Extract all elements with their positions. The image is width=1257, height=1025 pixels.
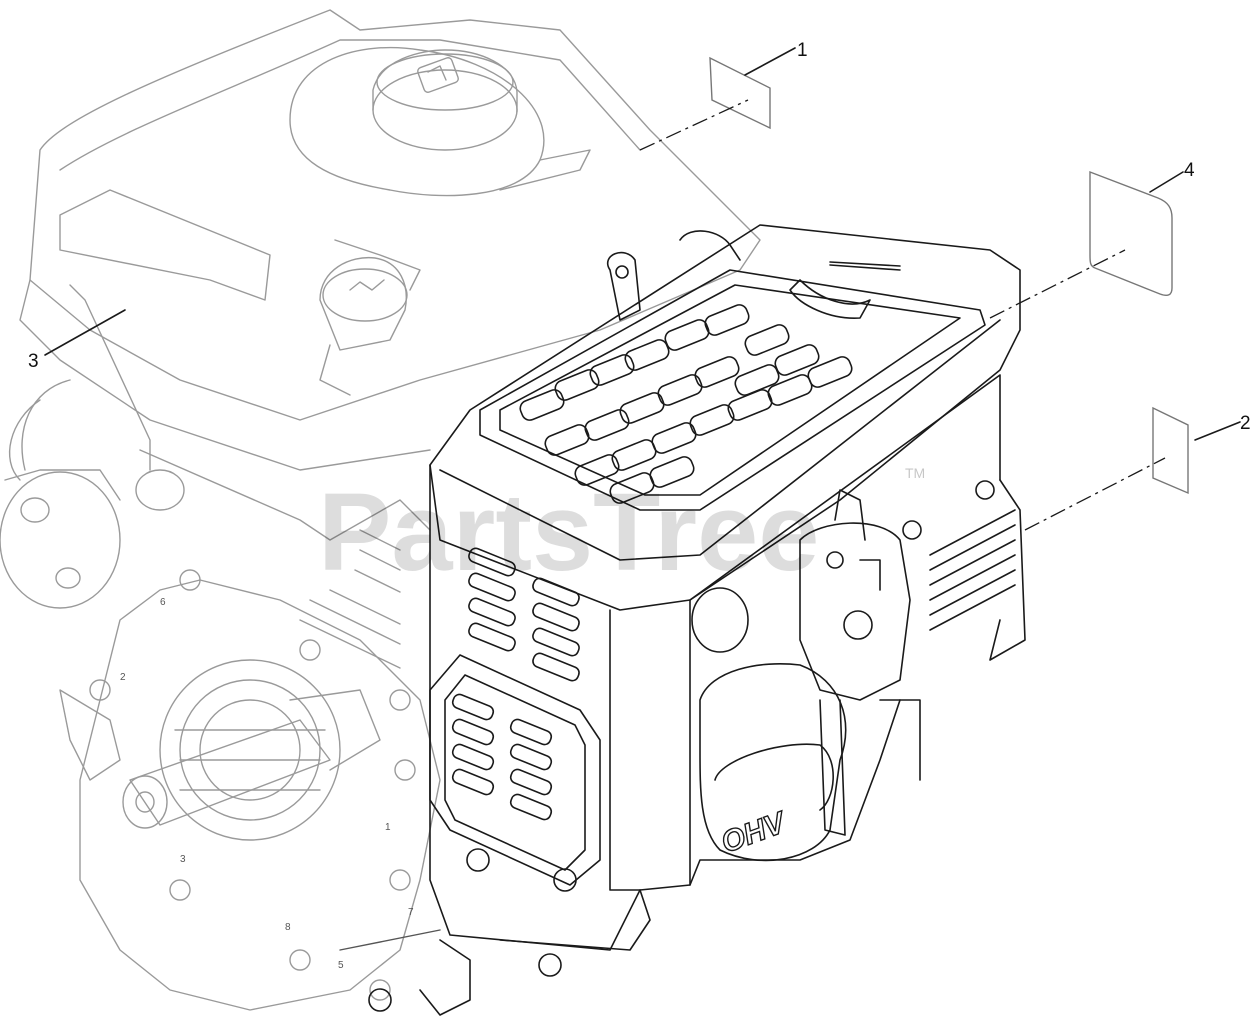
callout-number: 1 [797, 40, 808, 61]
casting-number: 7 [408, 907, 414, 918]
casting-number: 5 [338, 960, 344, 971]
recoil-cover-cap [0, 469, 121, 609]
leader-line-2 [1024, 457, 1166, 531]
watermark: PartsTree [318, 471, 819, 594]
leader-line-4 [989, 249, 1126, 319]
casting-number: 1 [385, 822, 391, 833]
muffler-guard [429, 654, 601, 886]
callout-2[interactable]: 2 [1194, 413, 1251, 441]
ohv-badge: OHV [717, 805, 792, 859]
brand-logo [789, 261, 901, 319]
oil-fill-cap [319, 239, 421, 396]
casting-number: 6 [160, 597, 166, 608]
decal-part-1 [709, 56, 771, 130]
decal-part-2 [1152, 406, 1189, 495]
decal-part-4 [1089, 170, 1173, 297]
shroud-front-vents [468, 547, 580, 682]
callout-number: 3 [28, 351, 39, 372]
casting-number: 3 [180, 854, 186, 865]
engine-front-shroud: OHV [339, 224, 1026, 1016]
carburetor [799, 489, 911, 836]
callout-number: 4 [1184, 160, 1195, 181]
watermark-tm: TM [905, 465, 925, 481]
engine-rear-housing: 6 2 1 3 8 5 7 [0, 9, 761, 1011]
rear-cover-vents [299, 529, 401, 669]
callout-3[interactable]: 3 [28, 309, 126, 372]
callout-number: 2 [1240, 413, 1251, 434]
ohv-panel: OHV [699, 662, 847, 862]
crankshaft [122, 689, 381, 829]
fuel-cap [372, 49, 518, 151]
casting-number: 2 [120, 672, 126, 683]
air-cleaner-vents [519, 304, 853, 504]
casting-number: 8 [285, 922, 291, 933]
leader-line-1 [639, 99, 749, 151]
shroud-side-vents [929, 479, 1026, 661]
callout-1[interactable]: 1 [744, 40, 808, 76]
callout-4[interactable]: 4 [1149, 160, 1195, 193]
